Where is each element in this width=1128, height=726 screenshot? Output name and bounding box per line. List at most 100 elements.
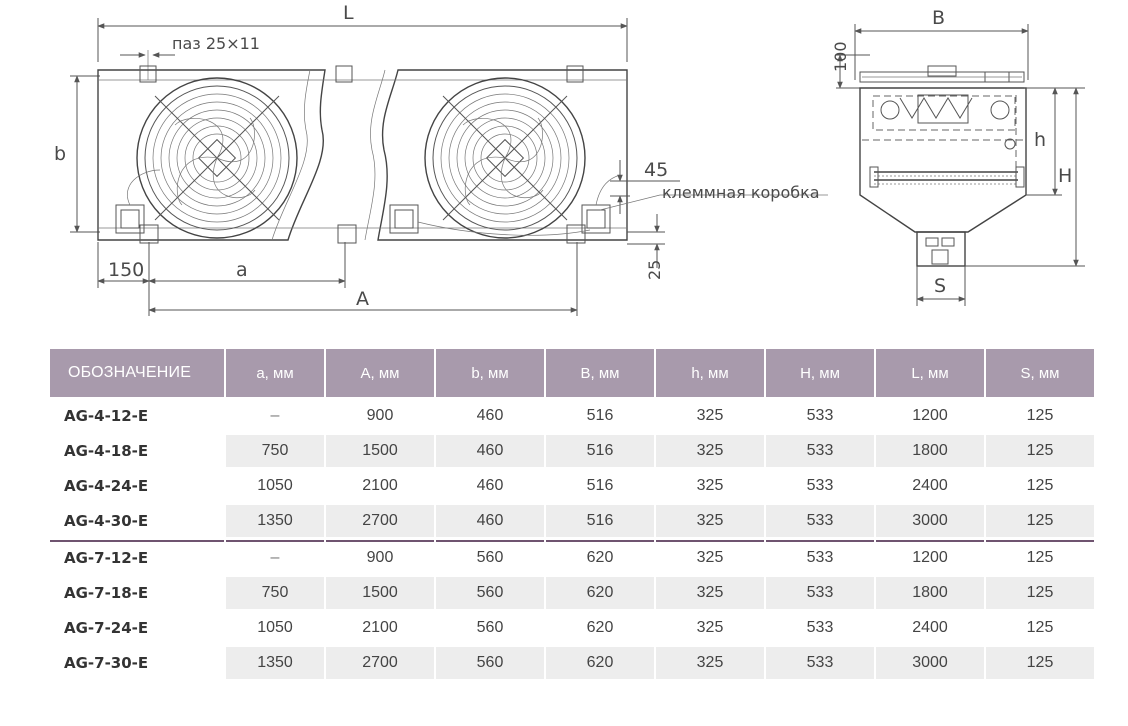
cell-L: 3000 (876, 647, 984, 679)
cell-H: 533 (766, 577, 874, 609)
column-header-S: S, мм (986, 349, 1094, 397)
side-view: B 100 h (831, 7, 1085, 306)
cell-h: 325 (656, 470, 764, 502)
cell-B: 620 (546, 612, 654, 644)
cell-A: 1500 (326, 577, 434, 609)
cell-b: 460 (436, 505, 544, 537)
cell-S: 125 (986, 435, 1094, 467)
cell-L: 1200 (876, 540, 984, 574)
cell-b: 460 (436, 470, 544, 502)
dim-label-H: H (1058, 165, 1072, 187)
cell-h: 325 (656, 505, 764, 537)
column-header-H: H, мм (766, 349, 874, 397)
cell-h: 325 (656, 400, 764, 432)
cell-H: 533 (766, 400, 874, 432)
cell-a: 1350 (226, 647, 324, 679)
dim-label-S: S (934, 275, 946, 297)
table-header-row: ОБОЗНАЧЕНИЕ a, мм A, мм b, мм B, мм h, м… (50, 349, 1094, 397)
model-cell: AG-7-12-E (50, 540, 224, 574)
cell-h: 325 (656, 577, 764, 609)
cell-a: 750 (226, 577, 324, 609)
column-header-B: B, мм (546, 349, 654, 397)
dim-label-L: L (343, 2, 354, 24)
cell-A: 900 (326, 400, 434, 432)
model-cell: AG-7-18-E (50, 577, 224, 609)
cell-B: 516 (546, 400, 654, 432)
table-row: AG-7-12-E – 900 560 620 325 533 1200 125 (50, 540, 1094, 574)
cell-a: 1050 (226, 470, 324, 502)
cell-b: 460 (436, 400, 544, 432)
cell-L: 1200 (876, 400, 984, 432)
dim-label-b: b (54, 143, 66, 165)
column-header-h: h, мм (656, 349, 764, 397)
cell-S: 125 (986, 577, 1094, 609)
dim-label-h: h (1034, 129, 1046, 151)
cell-L: 3000 (876, 505, 984, 537)
table-row: AG-4-12-E – 900 460 516 325 533 1200 125 (50, 400, 1094, 432)
cell-a: 750 (226, 435, 324, 467)
cell-H: 533 (766, 540, 874, 574)
technical-drawing: L паз 25×11 b (54, 2, 1085, 316)
dim-label-100: 100 (831, 41, 850, 72)
dim-label-25: 25 (645, 260, 664, 280)
cell-H: 533 (766, 647, 874, 679)
cell-h: 325 (656, 540, 764, 574)
terminal-box-label: клеммная коробка (662, 183, 820, 202)
cell-A: 2100 (326, 612, 434, 644)
cell-b: 560 (436, 612, 544, 644)
cell-b: 560 (436, 647, 544, 679)
cell-b: 560 (436, 540, 544, 574)
cell-a: 1350 (226, 505, 324, 537)
cell-S: 125 (986, 612, 1094, 644)
table-row: AG-4-18-E 750 1500 460 516 325 533 1800 … (50, 435, 1094, 467)
cell-A: 2100 (326, 470, 434, 502)
column-header-designation: ОБОЗНАЧЕНИЕ (50, 349, 224, 397)
fan-right (424, 77, 586, 239)
cell-L: 1800 (876, 577, 984, 609)
column-header-a: a, мм (226, 349, 324, 397)
cell-b: 560 (436, 577, 544, 609)
cell-h: 325 (656, 647, 764, 679)
cell-L: 2400 (876, 470, 984, 502)
specification-table: ОБОЗНАЧЕНИЕ a, мм A, мм b, мм B, мм h, м… (48, 346, 1096, 682)
slot-label: паз 25×11 (172, 34, 260, 53)
table-row: AG-4-24-E 1050 2100 460 516 325 533 2400… (50, 470, 1094, 502)
cell-b: 460 (436, 435, 544, 467)
model-cell: AG-4-24-E (50, 470, 224, 502)
cell-h: 325 (656, 435, 764, 467)
dim-label-a: a (236, 259, 248, 281)
cell-L: 1800 (876, 435, 984, 467)
cell-B: 620 (546, 577, 654, 609)
model-cell: AG-7-24-E (50, 612, 224, 644)
cell-B: 516 (546, 505, 654, 537)
cell-A: 900 (326, 540, 434, 574)
column-header-L: L, мм (876, 349, 984, 397)
cell-H: 533 (766, 435, 874, 467)
model-cell: AG-4-18-E (50, 435, 224, 467)
cell-A: 2700 (326, 647, 434, 679)
front-view: L паз 25×11 b (54, 2, 828, 316)
dim-label-45: 45 (644, 159, 668, 181)
cell-B: 620 (546, 647, 654, 679)
model-cell: AG-7-30-E (50, 647, 224, 679)
fan-left (136, 77, 298, 239)
cell-a: 1050 (226, 612, 324, 644)
model-cell: AG-4-30-E (50, 505, 224, 537)
table-row: AG-7-18-E 750 1500 560 620 325 533 1800 … (50, 577, 1094, 609)
cell-A: 1500 (326, 435, 434, 467)
cell-a: – (226, 400, 324, 432)
cell-S: 125 (986, 400, 1094, 432)
cell-S: 125 (986, 540, 1094, 574)
cell-S: 125 (986, 647, 1094, 679)
table-row: AG-4-30-E 1350 2700 460 516 325 533 3000… (50, 505, 1094, 537)
dim-label-B: B (932, 7, 945, 29)
dim-label-A: A (356, 288, 369, 310)
cell-S: 125 (986, 505, 1094, 537)
table-row: AG-7-24-E 1050 2100 560 620 325 533 2400… (50, 612, 1094, 644)
cell-a: – (226, 540, 324, 574)
column-header-b: b, мм (436, 349, 544, 397)
cell-B: 620 (546, 540, 654, 574)
cell-H: 533 (766, 505, 874, 537)
column-header-A: A, мм (326, 349, 434, 397)
cell-h: 325 (656, 612, 764, 644)
